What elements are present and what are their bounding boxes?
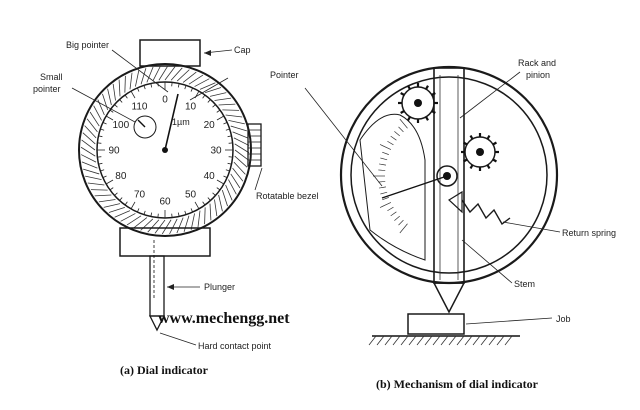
- dial-number: 100: [112, 120, 129, 131]
- label-rack-and-pinion-2: pinion: [526, 70, 550, 80]
- dial-number: 50: [185, 190, 197, 201]
- bezel-knob: [247, 123, 262, 167]
- scale-ticks: [373, 118, 408, 234]
- label-small-pointer-1: Small: [40, 72, 63, 82]
- cap: [139, 39, 201, 67]
- micron-label: 1µm: [172, 117, 190, 127]
- label-big-pointer: Big pointer: [66, 40, 109, 50]
- label-pointer-left: Pointer: [270, 70, 299, 80]
- dial-number: 110: [132, 101, 148, 112]
- dial-number: 80: [115, 171, 127, 182]
- label-return-spring: Return spring: [562, 228, 616, 238]
- spring-anchor: [448, 190, 463, 214]
- lower-body: [119, 227, 211, 257]
- plunger: [149, 255, 165, 317]
- outer-bezel: [78, 63, 252, 237]
- dial-number: 30: [210, 146, 222, 157]
- mechanism-case-inner: [350, 76, 548, 274]
- dial-number: 20: [204, 120, 216, 131]
- mechanism-drawing: Rack and pinion Return spring Stem Job (…: [304, 58, 616, 391]
- label-hard-contact-point: Hard contact point: [198, 341, 272, 351]
- dial-number: 40: [204, 171, 216, 182]
- caption-right: (b) Mechanism of dial indicator: [376, 377, 539, 391]
- label-rotatable-bezel: Rotatable bezel: [256, 191, 319, 201]
- label-job: Job: [556, 314, 571, 324]
- caption-left: (a) Dial indicator: [120, 363, 209, 377]
- watermark: www.mechengg.net: [158, 310, 290, 327]
- dial-ticks: [97, 82, 233, 218]
- pinion-gear-lower: [461, 133, 499, 171]
- pinion-gear-top: [398, 83, 438, 123]
- dial-number: 90: [108, 146, 120, 157]
- label-cap: Cap: [234, 45, 251, 55]
- dial-number: 0: [162, 95, 168, 106]
- pointer-hub: [162, 147, 168, 153]
- small-dial: [133, 115, 157, 139]
- job-block: [407, 313, 465, 335]
- mechanism-pointer: [381, 175, 448, 199]
- label-small-pointer-2: pointer: [33, 84, 61, 94]
- label-rack-and-pinion-1: Rack and: [518, 58, 556, 68]
- stem-tip: [432, 282, 466, 314]
- small-pointer-needle: [137, 119, 146, 128]
- dial-number: 10: [185, 101, 197, 112]
- contact-point: [148, 315, 166, 332]
- pointer-pivot: [436, 165, 458, 187]
- return-spring: [461, 199, 511, 226]
- dial-number: 60: [159, 197, 171, 208]
- label-plunger: Plunger: [204, 282, 235, 292]
- label-stem: Stem: [514, 279, 535, 289]
- bezel-hatching: [80, 65, 250, 235]
- big-pointer-needle: [164, 93, 179, 151]
- dial-number: 70: [134, 190, 146, 201]
- scale-sector: [359, 113, 426, 261]
